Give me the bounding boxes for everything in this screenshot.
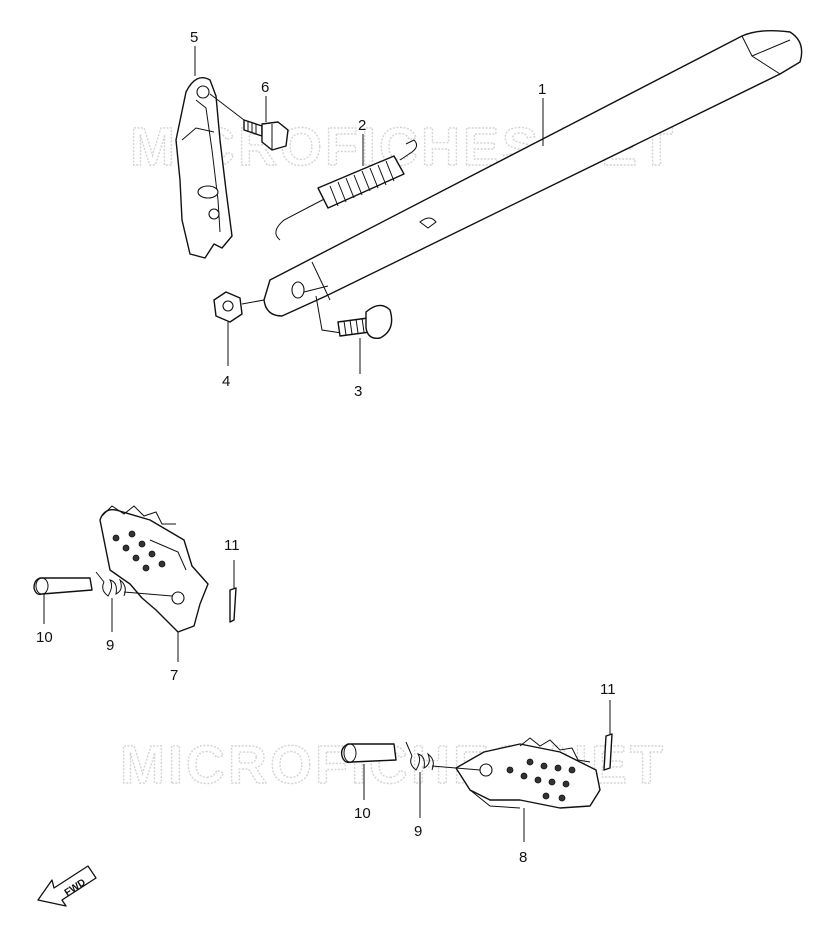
callout-10-upper: 10 xyxy=(36,629,53,646)
callout-11-upper: 11 xyxy=(224,537,240,554)
spring-part-2 xyxy=(275,139,418,241)
pin-part-10-lower xyxy=(340,743,397,800)
callout-6: 6 xyxy=(261,79,269,96)
bolt-part-6 xyxy=(209,93,289,151)
cotter-pin-part-11-lower xyxy=(603,700,613,771)
spring-part-9-lower xyxy=(405,741,481,818)
nut-part-4 xyxy=(213,291,265,366)
callout-4: 4 xyxy=(222,373,230,390)
cotter-pin-part-11-upper xyxy=(229,560,237,623)
callout-9-upper: 9 xyxy=(106,637,114,654)
bolt-part-3 xyxy=(337,304,393,374)
callout-1: 1 xyxy=(538,81,546,98)
callout-8: 8 xyxy=(519,849,527,866)
callout-5: 5 xyxy=(190,29,198,46)
callout-3: 3 xyxy=(354,383,362,400)
footrest-part-7 xyxy=(99,505,209,662)
pin-part-10-upper xyxy=(33,577,93,624)
callout-9-lower: 9 xyxy=(414,823,422,840)
callout-7: 7 xyxy=(170,667,178,684)
footrest-part-8 xyxy=(455,737,601,842)
fwd-arrow-icon: FWD xyxy=(37,865,97,907)
callout-2: 2 xyxy=(358,117,366,134)
callout-10-lower: 10 xyxy=(354,805,371,822)
callout-11-lower: 11 xyxy=(600,681,616,698)
spring-part-9-upper xyxy=(95,571,173,632)
bracket-part-5 xyxy=(175,77,233,259)
